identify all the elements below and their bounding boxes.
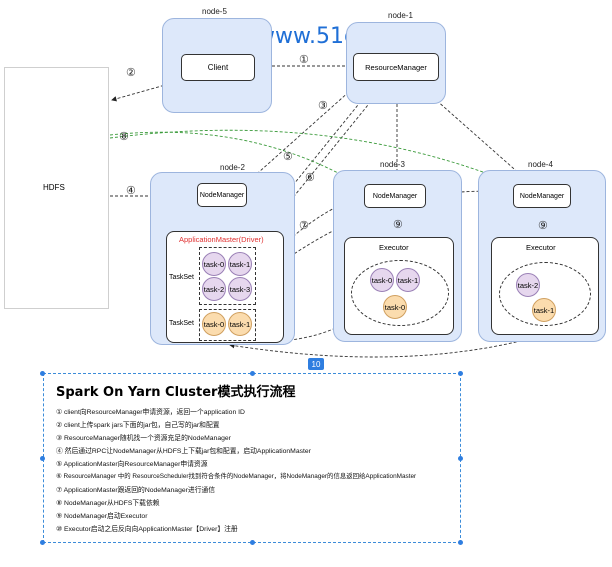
task-circle: task-1 bbox=[228, 252, 252, 276]
client-box: Client bbox=[181, 54, 255, 81]
hdfs-box: HDFS bbox=[4, 67, 109, 309]
task-circle: task-2 bbox=[202, 277, 226, 301]
node1-label: node-1 bbox=[388, 11, 413, 20]
taskset2-group bbox=[199, 309, 256, 341]
node5-label: node-5 bbox=[202, 7, 227, 16]
step-number: ④ bbox=[126, 185, 136, 197]
selection-handle[interactable] bbox=[250, 540, 255, 545]
applicationmaster-box: ApplicationMaster(Driver) TaskSet task-0… bbox=[166, 231, 284, 343]
description-panel: Spark On Yarn Cluster模式执行流程 ① client向Res… bbox=[43, 373, 461, 543]
step-number: ① bbox=[299, 54, 309, 66]
selection-handle[interactable] bbox=[40, 540, 45, 545]
taskset2-label: TaskSet bbox=[169, 320, 194, 327]
description-line: ① client向ResourceManager申请资源，返回一个applica… bbox=[56, 409, 245, 416]
description-line: ⑤ ApplicationMaster向ResourceManager申请资源 bbox=[56, 461, 208, 468]
step-badge: 10 bbox=[308, 358, 324, 370]
selection-handle[interactable] bbox=[458, 456, 463, 461]
description-line: ⑥ ResourceManager 中的 ResourceScheduler找到… bbox=[56, 473, 417, 480]
taskset1-label: TaskSet bbox=[169, 274, 194, 281]
node2-box: NodeManager ApplicationMaster(Driver) Ta… bbox=[150, 172, 295, 345]
description-title: Spark On Yarn Cluster模式执行流程 bbox=[56, 385, 296, 400]
selection-handle[interactable] bbox=[458, 371, 463, 376]
node3-label: node-3 bbox=[380, 160, 405, 169]
step-number: ⑨ bbox=[393, 219, 403, 231]
node2-label: node-2 bbox=[220, 163, 245, 172]
description-line: ② client上传spark jars下面的jar包，自己写的jar和配置 bbox=[56, 422, 220, 429]
step-number: ⑥ bbox=[305, 172, 315, 184]
step-number: ⑤ bbox=[283, 151, 293, 163]
applicationmaster-label: ApplicationMaster(Driver) bbox=[179, 235, 264, 244]
node3-task-pool bbox=[351, 260, 449, 326]
step-number: ⑦ bbox=[299, 220, 309, 232]
node4-executor: Executor task-2 task-1 bbox=[491, 237, 599, 335]
node4-task-pool bbox=[499, 262, 591, 326]
selection-handle[interactable] bbox=[458, 540, 463, 545]
node4-label: node-4 bbox=[528, 160, 553, 169]
task-circle: task-0 bbox=[202, 252, 226, 276]
node4-box: NodeManager Executor task-2 task-1 bbox=[478, 170, 606, 342]
step-number: ⑨ bbox=[538, 220, 548, 232]
step-number: ② bbox=[126, 67, 136, 79]
node3-executor-label: Executor bbox=[379, 243, 409, 252]
selection-handle[interactable] bbox=[40, 371, 45, 376]
step-number: ③ bbox=[318, 100, 328, 112]
description-line: ⑧ NodeManager从HDFS下载依赖 bbox=[56, 500, 160, 507]
node3-nodemanager: NodeManager bbox=[364, 184, 426, 208]
description-line: ⑨ NodeManager启动Executor bbox=[56, 513, 148, 520]
description-line: ⑦ ApplicationMaster跟返回的NodeManager进行通信 bbox=[56, 487, 216, 494]
node4-executor-label: Executor bbox=[526, 243, 556, 252]
task-circle: task-3 bbox=[228, 277, 252, 301]
node3-executor: Executor task-0 task-1 task-0 bbox=[344, 237, 454, 335]
selection-handle[interactable] bbox=[250, 371, 255, 376]
task-circle: task-2 bbox=[516, 273, 540, 297]
description-line: ⑩ Executor启动之后反向向ApplicationMaster【Drive… bbox=[56, 526, 238, 533]
task-circle: task-0 bbox=[370, 268, 394, 292]
node2-nodemanager: NodeManager bbox=[197, 183, 247, 207]
node5-box: Client bbox=[162, 18, 272, 113]
description-line: ③ ResourceManager随机找一个资源充足的NodeManager bbox=[56, 435, 231, 442]
task-circle: task-1 bbox=[228, 312, 252, 336]
task-circle: task-0 bbox=[383, 295, 407, 319]
task-circle: task-0 bbox=[202, 312, 226, 336]
task-circle: task-1 bbox=[532, 298, 556, 322]
description-line: ④ 然后通过RPC让NodeManager从HDFS上下载jar包和配置，启动A… bbox=[56, 448, 311, 455]
step-number: ⑧ bbox=[119, 131, 129, 143]
task-circle: task-1 bbox=[396, 268, 420, 292]
resourcemanager-box: ResourceManager bbox=[353, 53, 439, 81]
taskset1-group bbox=[199, 247, 256, 305]
selection-handle[interactable] bbox=[40, 456, 45, 461]
node3-box: NodeManager Executor task-0 task-1 task-… bbox=[333, 170, 462, 342]
node1-box: ResourceManager bbox=[346, 22, 446, 104]
hdfs-label: HDFS bbox=[43, 183, 65, 192]
node4-nodemanager: NodeManager bbox=[513, 184, 571, 208]
